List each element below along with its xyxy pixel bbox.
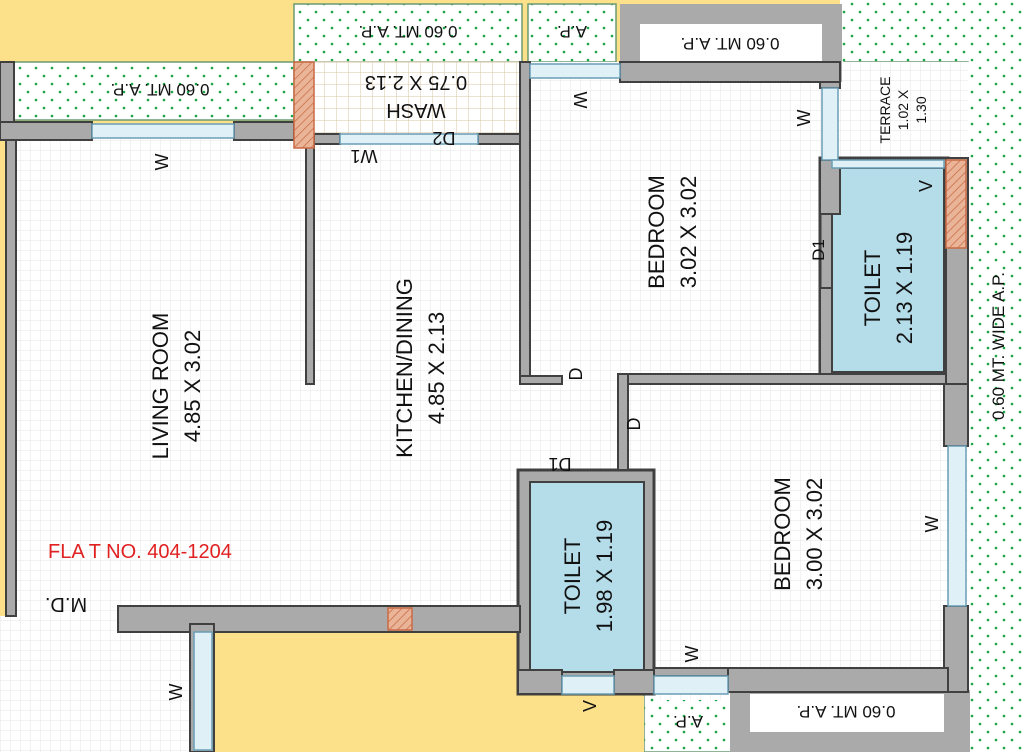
ap-box-top-right-inner xyxy=(640,24,822,62)
duct-1 xyxy=(293,61,315,149)
door-label-bedroom-2: D xyxy=(624,418,644,431)
window-label-bedroom-2-bottom: W xyxy=(682,646,702,663)
toilet-1-size: 2.13 X 1.19 xyxy=(892,232,917,345)
bedroom-2-name: BEDROOM xyxy=(770,477,795,591)
toilet-2-label: TOILET 1.98 X 1.19 xyxy=(560,520,617,633)
bedroom-1-size: 3.02 X 3.02 xyxy=(676,176,701,289)
window-label-bedroom-1-right: W xyxy=(794,110,814,127)
d1-label-toilet-2: D1 xyxy=(548,454,571,474)
kitchen-size: 4.85 X 2.13 xyxy=(424,312,449,425)
bedroom-1-label: BEDROOM 3.02 X 3.02 xyxy=(644,175,701,289)
window-label-living: W xyxy=(152,154,172,171)
wash-area xyxy=(313,61,521,135)
terrace-name: TERRACE xyxy=(877,77,893,144)
w1-label: W1 xyxy=(351,146,378,166)
main-door-label: M.D. xyxy=(45,593,87,615)
bedroom-1-name: BEDROOM xyxy=(644,175,669,289)
lobby-floor xyxy=(0,616,190,752)
toilet-1-label: TOILET 2.13 X 1.19 xyxy=(860,232,917,345)
yellow-corridor-2 xyxy=(520,696,644,752)
window-label-lobby: W xyxy=(166,684,186,701)
wash-label: WASH 0.75 X 2.13 xyxy=(365,71,467,121)
kitchen-name: KITCHEN/DINING xyxy=(392,278,417,458)
living-room-name: LIVING ROOM xyxy=(148,313,173,460)
window-label-bedroom-2: W xyxy=(922,516,942,533)
ap-area-top-small xyxy=(527,3,617,63)
ap-area-bottom-small xyxy=(643,693,733,752)
toilet-2-name: TOILET xyxy=(560,538,585,615)
toilet-1-name: TOILET xyxy=(860,250,885,327)
terrace-label: TERRACE 1.02 X 1.30 xyxy=(877,77,929,144)
door-label-bedroom-1: D xyxy=(566,368,586,381)
ap-label-top: 0.60 MT. A.P. xyxy=(359,22,458,41)
flat-number-label: FLA T NO. 404-1204 xyxy=(48,541,232,563)
terrace-size-1: 1.02 X xyxy=(895,89,911,130)
ap-label-top-small: A.P. xyxy=(557,22,587,41)
terrace-size-2: 1.30 xyxy=(913,96,929,123)
ap-area-top xyxy=(293,3,523,63)
living-room-size: 4.85 X 3.02 xyxy=(180,330,205,443)
toilet-2-size: 1.98 X 1.19 xyxy=(592,520,617,633)
duct-2 xyxy=(945,159,967,249)
windows xyxy=(91,63,967,751)
ap-label-top-right: 0.60 MT. A.P. xyxy=(681,34,780,53)
ap-label-left: 0.60 MT. A.P. xyxy=(111,80,210,99)
vent-label-toilet-1: V xyxy=(916,180,936,192)
yellow-corridor xyxy=(214,630,520,752)
ap-label-bottom-small: A.P. xyxy=(673,712,703,731)
ap-box-bottom-right-inner xyxy=(750,694,944,732)
flat-floor xyxy=(14,62,968,700)
duct-3 xyxy=(387,607,413,631)
wash-size: 0.75 X 2.13 xyxy=(365,71,467,93)
ap-area-right xyxy=(968,62,1024,752)
d1-label-toilet-1: D1 xyxy=(809,239,828,261)
ap-label-right: 0.60 MT. WIDE A.P. xyxy=(989,272,1008,420)
vent-label-toilet-2: V xyxy=(580,700,600,712)
toilet-2-floor xyxy=(529,481,645,673)
ap-label-bottom: 0.60 MT. A.P. xyxy=(797,702,896,721)
toilet-1-floor xyxy=(831,167,945,373)
ap-area-top-right xyxy=(840,0,1024,62)
ap-area-left xyxy=(13,61,295,121)
living-room-label: LIVING ROOM 4.85 X 3.02 xyxy=(148,313,205,460)
window-label-bedroom-1-top: W xyxy=(570,92,590,109)
kitchen-label: KITCHEN/DINING 4.85 X 2.13 xyxy=(392,278,449,458)
wash-name: WASH xyxy=(386,99,445,121)
bedroom-2-label: BEDROOM 3.00 X 3.02 xyxy=(770,477,827,591)
d2-label: D2 xyxy=(432,128,455,148)
bedroom-2-size: 3.00 X 3.02 xyxy=(802,478,827,591)
